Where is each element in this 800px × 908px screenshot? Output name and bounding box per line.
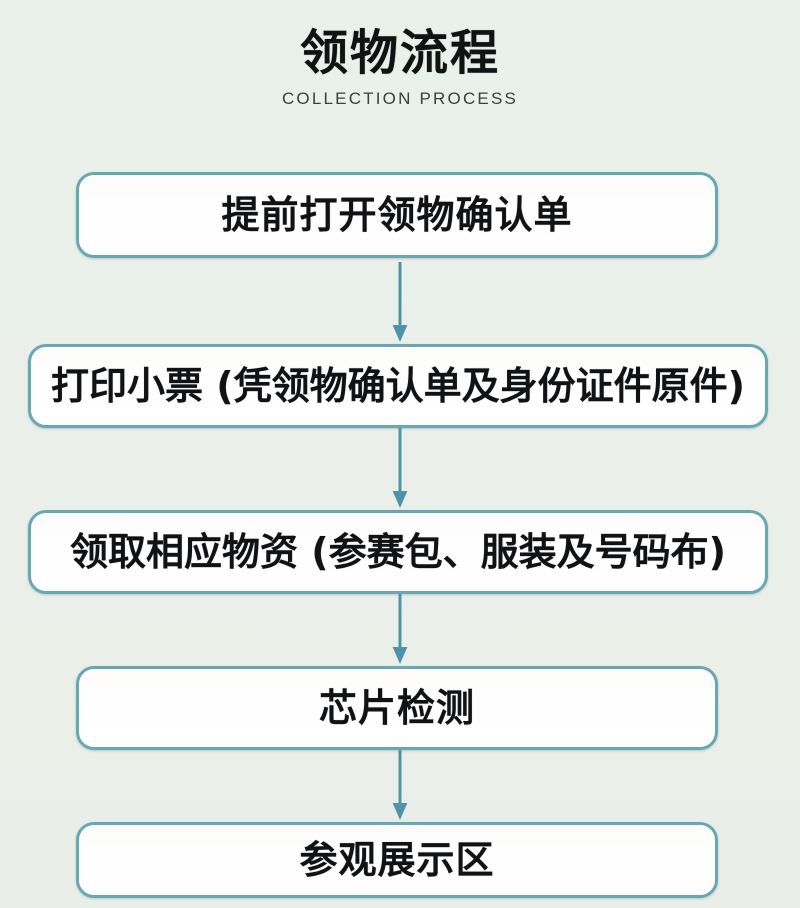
flow-step-1-label: 提前打开领物确认单	[221, 193, 573, 237]
flow-step-2-label: 打印小票 (凭领物确认单及身份证件原件)	[51, 364, 745, 408]
page-title: 领物流程	[299, 25, 500, 81]
flow-step-3-label: 领取相应物资 (参赛包、服装及号码布)	[70, 530, 726, 574]
arrow-down-icon-4	[392, 750, 408, 822]
flow-step-5-label: 参观展示区	[299, 838, 495, 882]
flow-step-2: 打印小票 (凭领物确认单及身份证件原件)	[28, 344, 768, 428]
arrow-down-icon-2	[392, 428, 408, 510]
page-subtitle: COLLECTION PROCESS	[281, 89, 519, 109]
arrow-down-icon-1	[392, 262, 408, 344]
flow-step-5: 参观展示区	[76, 822, 718, 898]
flow-step-3: 领取相应物资 (参赛包、服装及号码布)	[28, 510, 768, 594]
flow-step-4-label: 芯片检测	[318, 686, 475, 730]
flow-step-4: 芯片检测	[76, 666, 718, 750]
poster-header: 领物流程 COLLECTION PROCESS	[0, 25, 800, 109]
flow-step-1: 提前打开领物确认单	[76, 172, 718, 258]
arrow-down-icon-3	[392, 594, 408, 666]
